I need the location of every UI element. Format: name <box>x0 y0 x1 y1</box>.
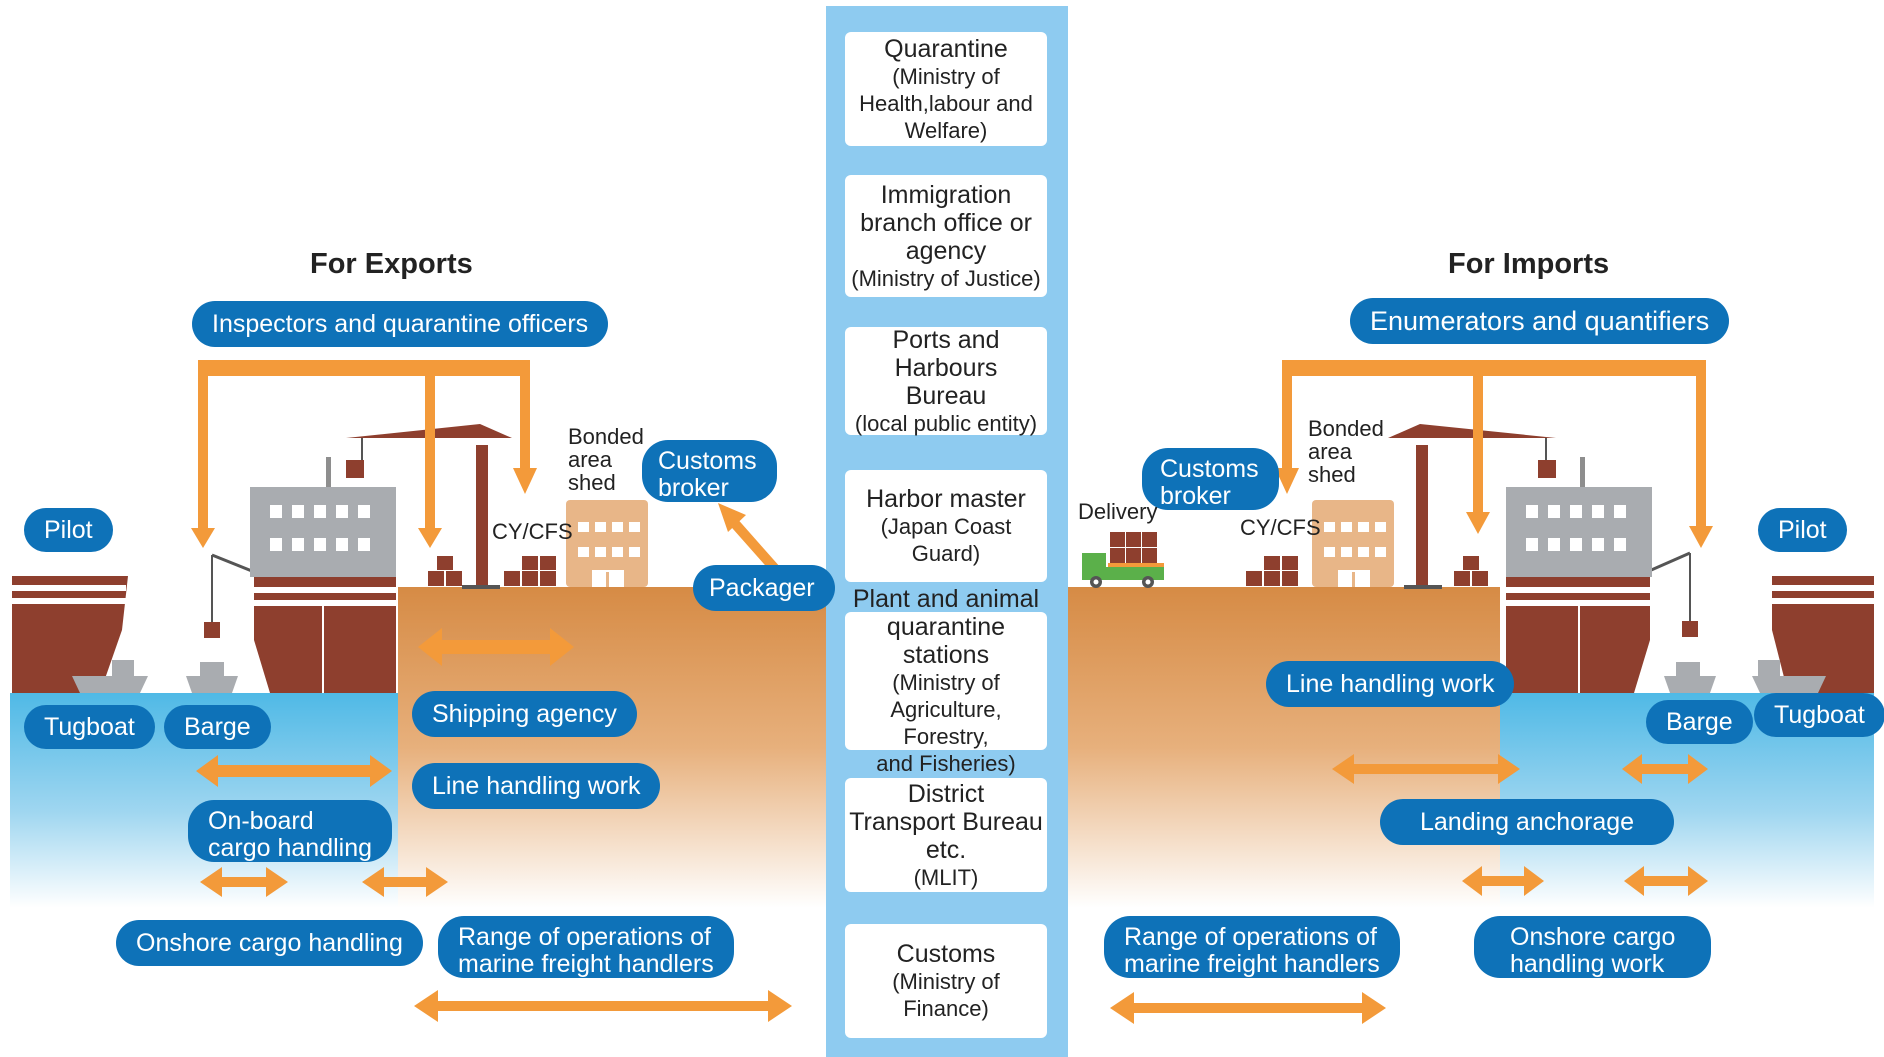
import-onshore-cargo-handling-label: Onshore cargo handling work <box>1474 916 1712 978</box>
import-barge-icon <box>1664 662 1716 693</box>
onboard-line1: On-board <box>208 807 314 835</box>
export-pilot-label: Pilot <box>24 508 113 552</box>
agency-name: District Transport Bureau etc. <box>849 779 1043 864</box>
export-tugboat-icon <box>72 660 148 693</box>
import-customs-broker-line1: Customs <box>1160 455 1259 483</box>
import-pilot-label: Pilot <box>1758 508 1847 552</box>
agency-card-quarantine: Quarantine (Ministry of Health,labour an… <box>845 32 1047 146</box>
onboard-line2: cargo handling <box>208 834 373 862</box>
shipping-agency-label: Shipping agency <box>412 691 637 737</box>
import-bonded-area-shed-label: Bonded area shed <box>1308 417 1384 486</box>
export-range-line1: Range of operations of <box>458 923 711 951</box>
agency-ministry: (local public entity) <box>854 410 1038 436</box>
double-arrows <box>196 628 1708 1024</box>
export-customs-broker-line1: Customs <box>658 447 757 475</box>
agency-ministry: (Ministry of Health,labour and Welfare) <box>859 63 1033 143</box>
export-customs-broker-line2: broker <box>658 474 729 502</box>
agency-card-district-transport: District Transport Bureau etc. (MLIT) <box>845 778 1047 892</box>
import-bonded-line1: Bonded <box>1308 416 1384 441</box>
agency-card-immigration: Immigration branch office or agency (Min… <box>845 175 1047 297</box>
import-enumerator-arrows <box>1275 360 1713 548</box>
agency-name: Customs <box>896 940 996 968</box>
import-customs-broker-label: Customs broker <box>1142 448 1279 510</box>
import-cargo-stack-icon <box>1246 556 1488 586</box>
agency-name: Immigration branch office or agency <box>860 180 1032 265</box>
agency-card-ports-harbours: Ports and Harbours Bureau (local public … <box>845 325 1047 436</box>
import-land <box>1068 587 1500 908</box>
import-onshore-line1: Onshore cargo <box>1510 923 1676 951</box>
export-bonded-line2: area <box>568 447 613 472</box>
agency-card-plant-animal-quarantine: Plant and animal quarantine stations (Mi… <box>845 585 1047 776</box>
export-bonded-line3: shed <box>568 470 616 495</box>
agency-ministry: (MLIT) <box>913 864 979 890</box>
import-bonded-line3: shed <box>1308 462 1356 487</box>
import-customs-broker-line2: broker <box>1160 482 1231 510</box>
import-barge-label: Barge <box>1646 700 1753 744</box>
import-range-of-operations-label: Range of operations of marine freight ha… <box>1104 916 1400 978</box>
import-cycfs-label: CY/CFS <box>1240 515 1321 540</box>
export-land <box>398 587 826 908</box>
export-onshore-cargo-handling-label: Onshore cargo handling <box>116 920 423 966</box>
import-tugboat-label: Tugboat <box>1754 693 1884 737</box>
export-cycfs-label: CY/CFS <box>492 519 573 544</box>
delivery-label: Delivery <box>1078 499 1158 524</box>
agency-ministry: (Ministry of Finance) <box>892 969 1000 1021</box>
import-pilot-ship-icon <box>1772 576 1874 693</box>
agency-card-customs: Customs (Ministry of Finance) <box>845 924 1047 1038</box>
delivery-truck-icon <box>1082 532 1164 588</box>
agency-ministry: (Ministry of Agriculture, Forestry, and … <box>876 670 1016 776</box>
import-bonded-shed-icon <box>1312 500 1394 587</box>
export-cargo-stack-icon <box>428 556 556 586</box>
landing-anchorage-label: Landing anchorage <box>1380 799 1675 845</box>
import-tugboat-icon <box>1752 660 1826 693</box>
export-inspector-arrows <box>191 360 537 548</box>
export-line-handling-label: Line handling work <box>412 763 661 809</box>
export-bonded-area-shed-label: Bonded area shed <box>568 425 644 494</box>
enumerators-quantifiers-label: Enumerators and quantifiers <box>1350 298 1730 344</box>
agency-ministry: (Ministry of Justice) <box>851 265 1041 291</box>
export-tugboat-label: Tugboat <box>24 705 155 749</box>
exports-heading: For Exports <box>310 248 473 280</box>
export-cargo-ship-icon <box>250 457 396 693</box>
import-line-handling-label: Line handling work <box>1266 661 1515 707</box>
agency-card-harbor-master: Harbor master (Japan Coast Guard) <box>845 470 1047 582</box>
agency-name: Ports and Harbours Bureau <box>892 325 1000 410</box>
export-bonded-line1: Bonded <box>568 424 644 449</box>
agency-ministry: (Japan Coast Guard) <box>880 514 1012 566</box>
export-range-of-operations-label: Range of operations of marine freight ha… <box>438 916 734 978</box>
packager-label: Packager <box>693 565 835 611</box>
export-bonded-shed-icon <box>566 500 648 587</box>
import-bonded-line2: area <box>1308 439 1353 464</box>
export-barge-icon <box>186 662 238 693</box>
export-pilot-ship-icon <box>12 576 128 693</box>
inspectors-quarantine-officers-label: Inspectors and quarantine officers <box>192 301 609 347</box>
import-range-line1: Range of operations of <box>1124 923 1377 951</box>
onboard-cargo-handling-label: On-board cargo handling <box>188 800 393 862</box>
packager-arrow-icon <box>718 503 780 574</box>
imports-heading: For Imports <box>1448 248 1610 280</box>
agency-name: Harbor master <box>866 485 1026 513</box>
import-range-line2: marine freight handlers <box>1124 950 1380 978</box>
export-range-line2: marine freight handlers <box>458 950 714 978</box>
import-cargo-ship-icon <box>1506 457 1652 693</box>
import-onshore-line2: handling work <box>1510 950 1665 978</box>
agency-name: Quarantine <box>884 34 1008 63</box>
export-customs-broker-label: Customs broker <box>642 440 777 502</box>
agency-name: Plant and animal quarantine stations <box>852 585 1040 669</box>
export-barge-label: Barge <box>164 705 271 749</box>
import-gantry-crane-icon <box>1388 424 1556 589</box>
